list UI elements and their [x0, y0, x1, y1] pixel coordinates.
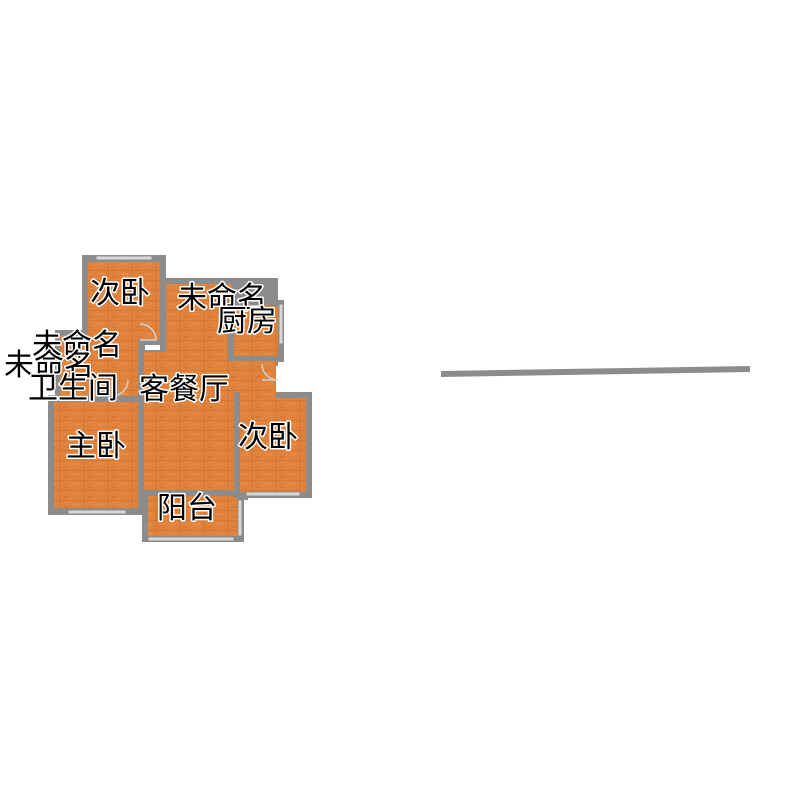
wall-segment [440, 366, 751, 377]
room-label-secondary-bedroom-top: 次卧 [90, 276, 150, 311]
doors [111, 323, 279, 397]
room-label-master-bedroom: 主卧 [66, 429, 126, 464]
kitchen-floor [234, 306, 278, 356]
room-label-unnamed-top: 未命名 [177, 281, 267, 316]
room-label-bathroom: 卫生间 [28, 371, 118, 406]
door-top-bedroom [139, 323, 157, 341]
unnamed-top-floor [166, 284, 232, 360]
floors [54, 262, 306, 536]
room-label-secondary-bedroom-right: 次卧 [238, 420, 298, 455]
secondary-bedroom-top-floor [88, 262, 160, 340]
window-balcony [147, 536, 235, 542]
room-labels: 次卧 未命名 厨房 未命名 未命名 卫生间 客餐厅 次卧 主卧 阳台 [3, 275, 300, 528]
window-right-bedroom [245, 491, 301, 497]
room-label-balcony: 阳台 [157, 491, 217, 526]
window-balcony-side [237, 499, 243, 537]
window-top-bedroom [95, 255, 153, 261]
master-bedroom-floor [54, 402, 140, 508]
room-label-unnamed-left-2: 未命名 [4, 348, 94, 383]
room-label-living-dining: 客餐厅 [139, 372, 229, 407]
door-bathroom [111, 379, 129, 397]
room-label-kitchen: 厨房 [217, 304, 277, 339]
secondary-bedroom-right-floor [240, 398, 306, 492]
living-extension-floor [166, 356, 276, 402]
balcony-floor [148, 496, 238, 536]
window-kitchen [278, 303, 284, 345]
room-label-unnamed-left-1: 未命名 [32, 328, 122, 363]
partitions [54, 278, 278, 508]
unnamed-left-floor [60, 336, 138, 396]
door-kitchen [261, 363, 279, 381]
windows [67, 255, 301, 542]
window-master-bedroom [67, 509, 127, 515]
